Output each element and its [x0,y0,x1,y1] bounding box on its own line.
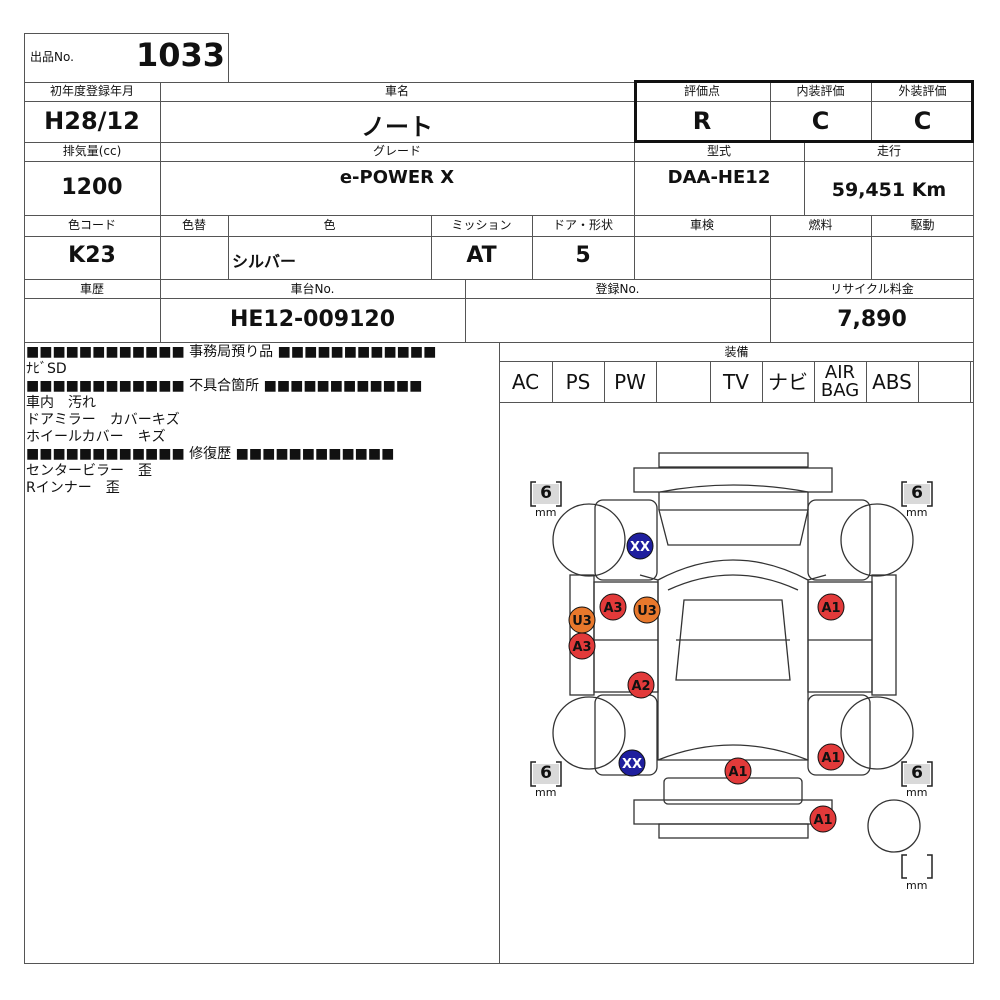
damage-mark-a1: A1 [724,757,752,785]
equipment-blank [918,362,970,402]
equipment-ps: PS [565,370,591,394]
model-value: DAA-HE12 [667,167,771,188]
lot-box [24,33,229,82]
damage-code: XX [622,757,642,772]
tire-unit: mm [906,786,928,799]
transmission-header: ミッション [451,218,512,232]
notes-line: センタービラー 歪 [26,463,152,479]
damage-mark-a1: A1 [817,593,845,621]
damage-code: A1 [821,751,840,766]
damage-mark-a1: A1 [817,743,845,771]
score-box [634,80,974,143]
displacement-header: 排気量(cc) [62,144,122,158]
damage-mark-xx: XX [618,749,646,777]
car-name-value: ノート [361,113,433,141]
mileage-value: 59,451 Km [831,179,947,201]
car-damage-diagram: XX A3 U3 U3 A3 A1 A2 XX A1 A1 A1 [530,452,933,879]
reg-no-header: 登録No. [595,282,640,296]
interior-header: 内装評価 [796,84,845,98]
damage-code: U3 [572,614,592,629]
damage-code: U3 [637,604,657,619]
inspection-header: 車検 [689,218,714,232]
damage-mark-xx: XX [626,532,654,560]
doors-value: 5 [575,243,591,268]
damage-mark-a2: A2 [627,671,655,699]
damage-mark-u3: U3 [633,596,661,624]
notes-line: ドアミラー カバーキズ [26,412,180,428]
car-name-header: 車名 [384,84,409,98]
tire-depth-rear-right: 6 [911,763,923,783]
damage-mark-a1: A1 [809,805,837,833]
color-code-header: 色コード [67,218,116,232]
first-reg-value: H28/12 [44,107,140,135]
score-value: R [692,107,712,135]
model-header: 型式 [706,144,731,158]
tire-unit: mm [906,879,928,892]
notes-line: ホイールカバー キズ [26,429,166,445]
color-value: シルバー [232,252,297,271]
tire-depth-rear-left: 6 [540,763,552,783]
equipment-pw: PW [614,370,646,394]
notes-section-repair: ■■■■■■■■■■■■ 修復歴 ■■■■■■■■■■■■ [26,446,395,462]
equipment-airbag: AIR BAG [820,362,860,401]
chassis-header: 車台No. [290,282,335,296]
first-reg-header: 初年度登録年月 [49,84,134,98]
score-header: 評価点 [683,84,720,98]
equipment-tv: TV [723,370,749,394]
damage-mark-u3: U3 [568,606,596,634]
damage-marks: XX A3 U3 U3 A3 A1 A2 XX A1 A1 A1 [568,532,845,833]
recycle-value: 7,890 [837,307,907,332]
car-body-outline [552,452,921,853]
notes-line: Rインナー 歪 [26,480,120,496]
color-header: 色 [323,218,336,232]
tire-depth-front-right: 6 [911,483,923,503]
transmission-value: AT [466,243,497,268]
color-change-header: 色替 [181,218,206,232]
tire-depth-front-left: 6 [540,483,552,503]
tire-unit: mm [535,786,557,799]
history-header: 車歴 [79,282,104,296]
damage-code: A3 [603,601,622,616]
displacement-value: 1200 [61,175,123,200]
damage-code: A3 [572,640,591,655]
notes-line: 車内 汚れ [26,395,96,411]
exterior-header: 外装評価 [898,84,947,98]
chassis-value: HE12-009120 [229,307,396,332]
exterior-value: C [913,107,932,135]
fuel-header: 燃料 [808,218,833,232]
damage-code: A1 [813,813,832,828]
doors-header: ドア・形状 [552,218,613,232]
tire-unit: mm [535,506,557,519]
color-code-value: K23 [68,243,116,268]
notes-line: ﾅﾋﾞSD [26,361,67,377]
equipment-header: 装備 [724,345,749,359]
lot-label: 出品No. [30,50,74,64]
equipment-blank [656,362,710,402]
notes-section-office: ■■■■■■■■■■■■ 事務局預り品 ■■■■■■■■■■■■ [26,344,437,360]
damage-code: A1 [821,601,840,616]
lot-number: 1033 [135,36,225,74]
interior-value: C [811,107,830,135]
grade-value: e-POWER X [339,167,455,188]
equipment-abs: ABS [872,370,912,394]
damage-code: A2 [631,679,650,694]
tire-depth-markers [530,481,933,879]
damage-mark-a3: A3 [599,593,627,621]
notes-section-defects: ■■■■■■■■■■■■ 不具合箇所 ■■■■■■■■■■■■ [26,378,423,394]
damage-code: A1 [728,765,747,780]
tire-unit: mm [906,506,928,519]
mileage-header: 走行 [876,144,901,158]
damage-code: XX [630,540,650,555]
drive-header: 駆動 [910,218,935,232]
equipment-ac: AC [511,370,540,394]
grade-header: グレード [372,144,421,158]
recycle-header: リサイクル料金 [830,282,914,296]
damage-mark-a3: A3 [568,632,596,660]
equipment-navi: ナビ [768,370,808,394]
